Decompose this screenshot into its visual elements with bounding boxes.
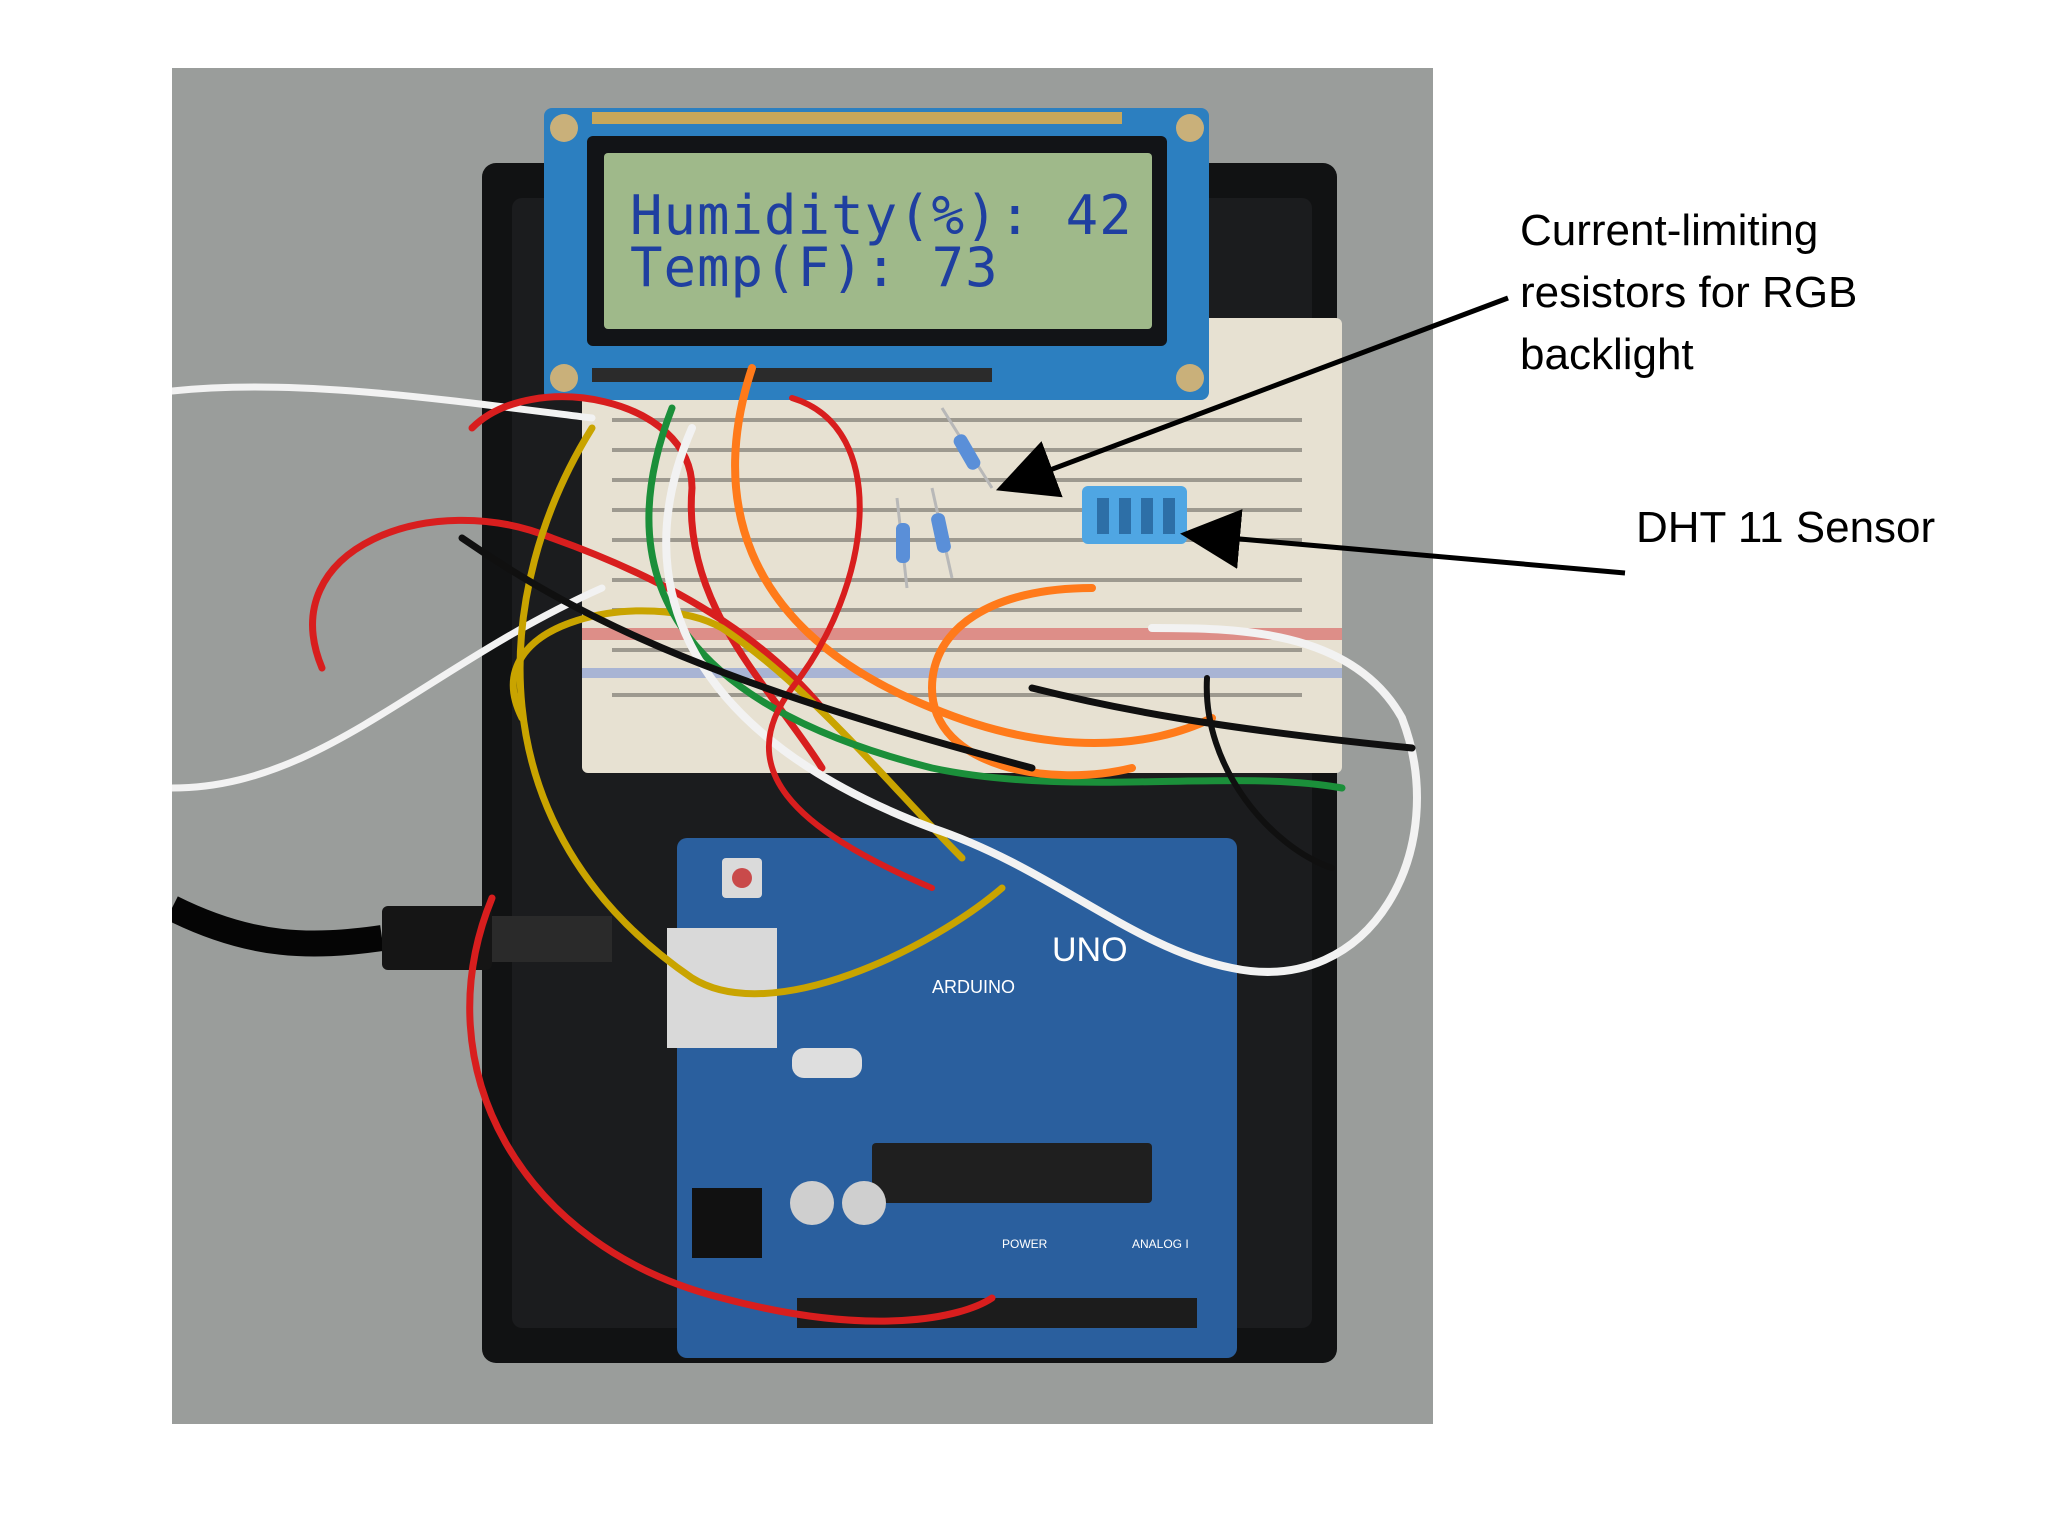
usb-cable xyxy=(172,896,612,970)
lcd-module: Humidity(%): 42 Temp(F): 73 xyxy=(544,108,1209,400)
power-label: POWER xyxy=(1002,1237,1048,1251)
uno-logo-text: UNO xyxy=(1052,931,1128,969)
resistor-annotation-line-2: resistors for RGB xyxy=(1520,268,1858,317)
arduino-board: UNO ARDUINO POWER ANALOG I xyxy=(667,838,1237,1358)
lcd-line-2: Temp(F): 73 xyxy=(630,236,999,299)
analog-label: ANALOG I xyxy=(1132,1237,1189,1251)
resistor-annotation: Current-limiting resistors for RGB backl… xyxy=(1520,200,1857,386)
dht11-sensor xyxy=(1082,486,1187,544)
arduino-brand-text: ARDUINO xyxy=(932,977,1015,997)
circuit-scene: Humidity(%): 42 Temp(F): 73 xyxy=(172,108,1421,1363)
circuit-photo: Humidity(%): 42 Temp(F): 73 xyxy=(172,68,1433,1424)
sensor-annotation: DHT 11 Sensor xyxy=(1636,503,1936,552)
resistor-arrow xyxy=(995,295,1509,498)
resistor-annotation-line-3: backlight xyxy=(1520,330,1694,379)
jumper-wires xyxy=(172,364,1421,1325)
resistor-annotation-line-1: Current-limiting xyxy=(1520,206,1819,255)
sensor-arrow xyxy=(1180,509,1626,576)
resistor-2 xyxy=(896,523,910,563)
resistor-3 xyxy=(931,513,951,553)
lcd-line-1: Humidity(%): 42 xyxy=(630,184,1133,247)
resistor-1 xyxy=(953,434,981,470)
